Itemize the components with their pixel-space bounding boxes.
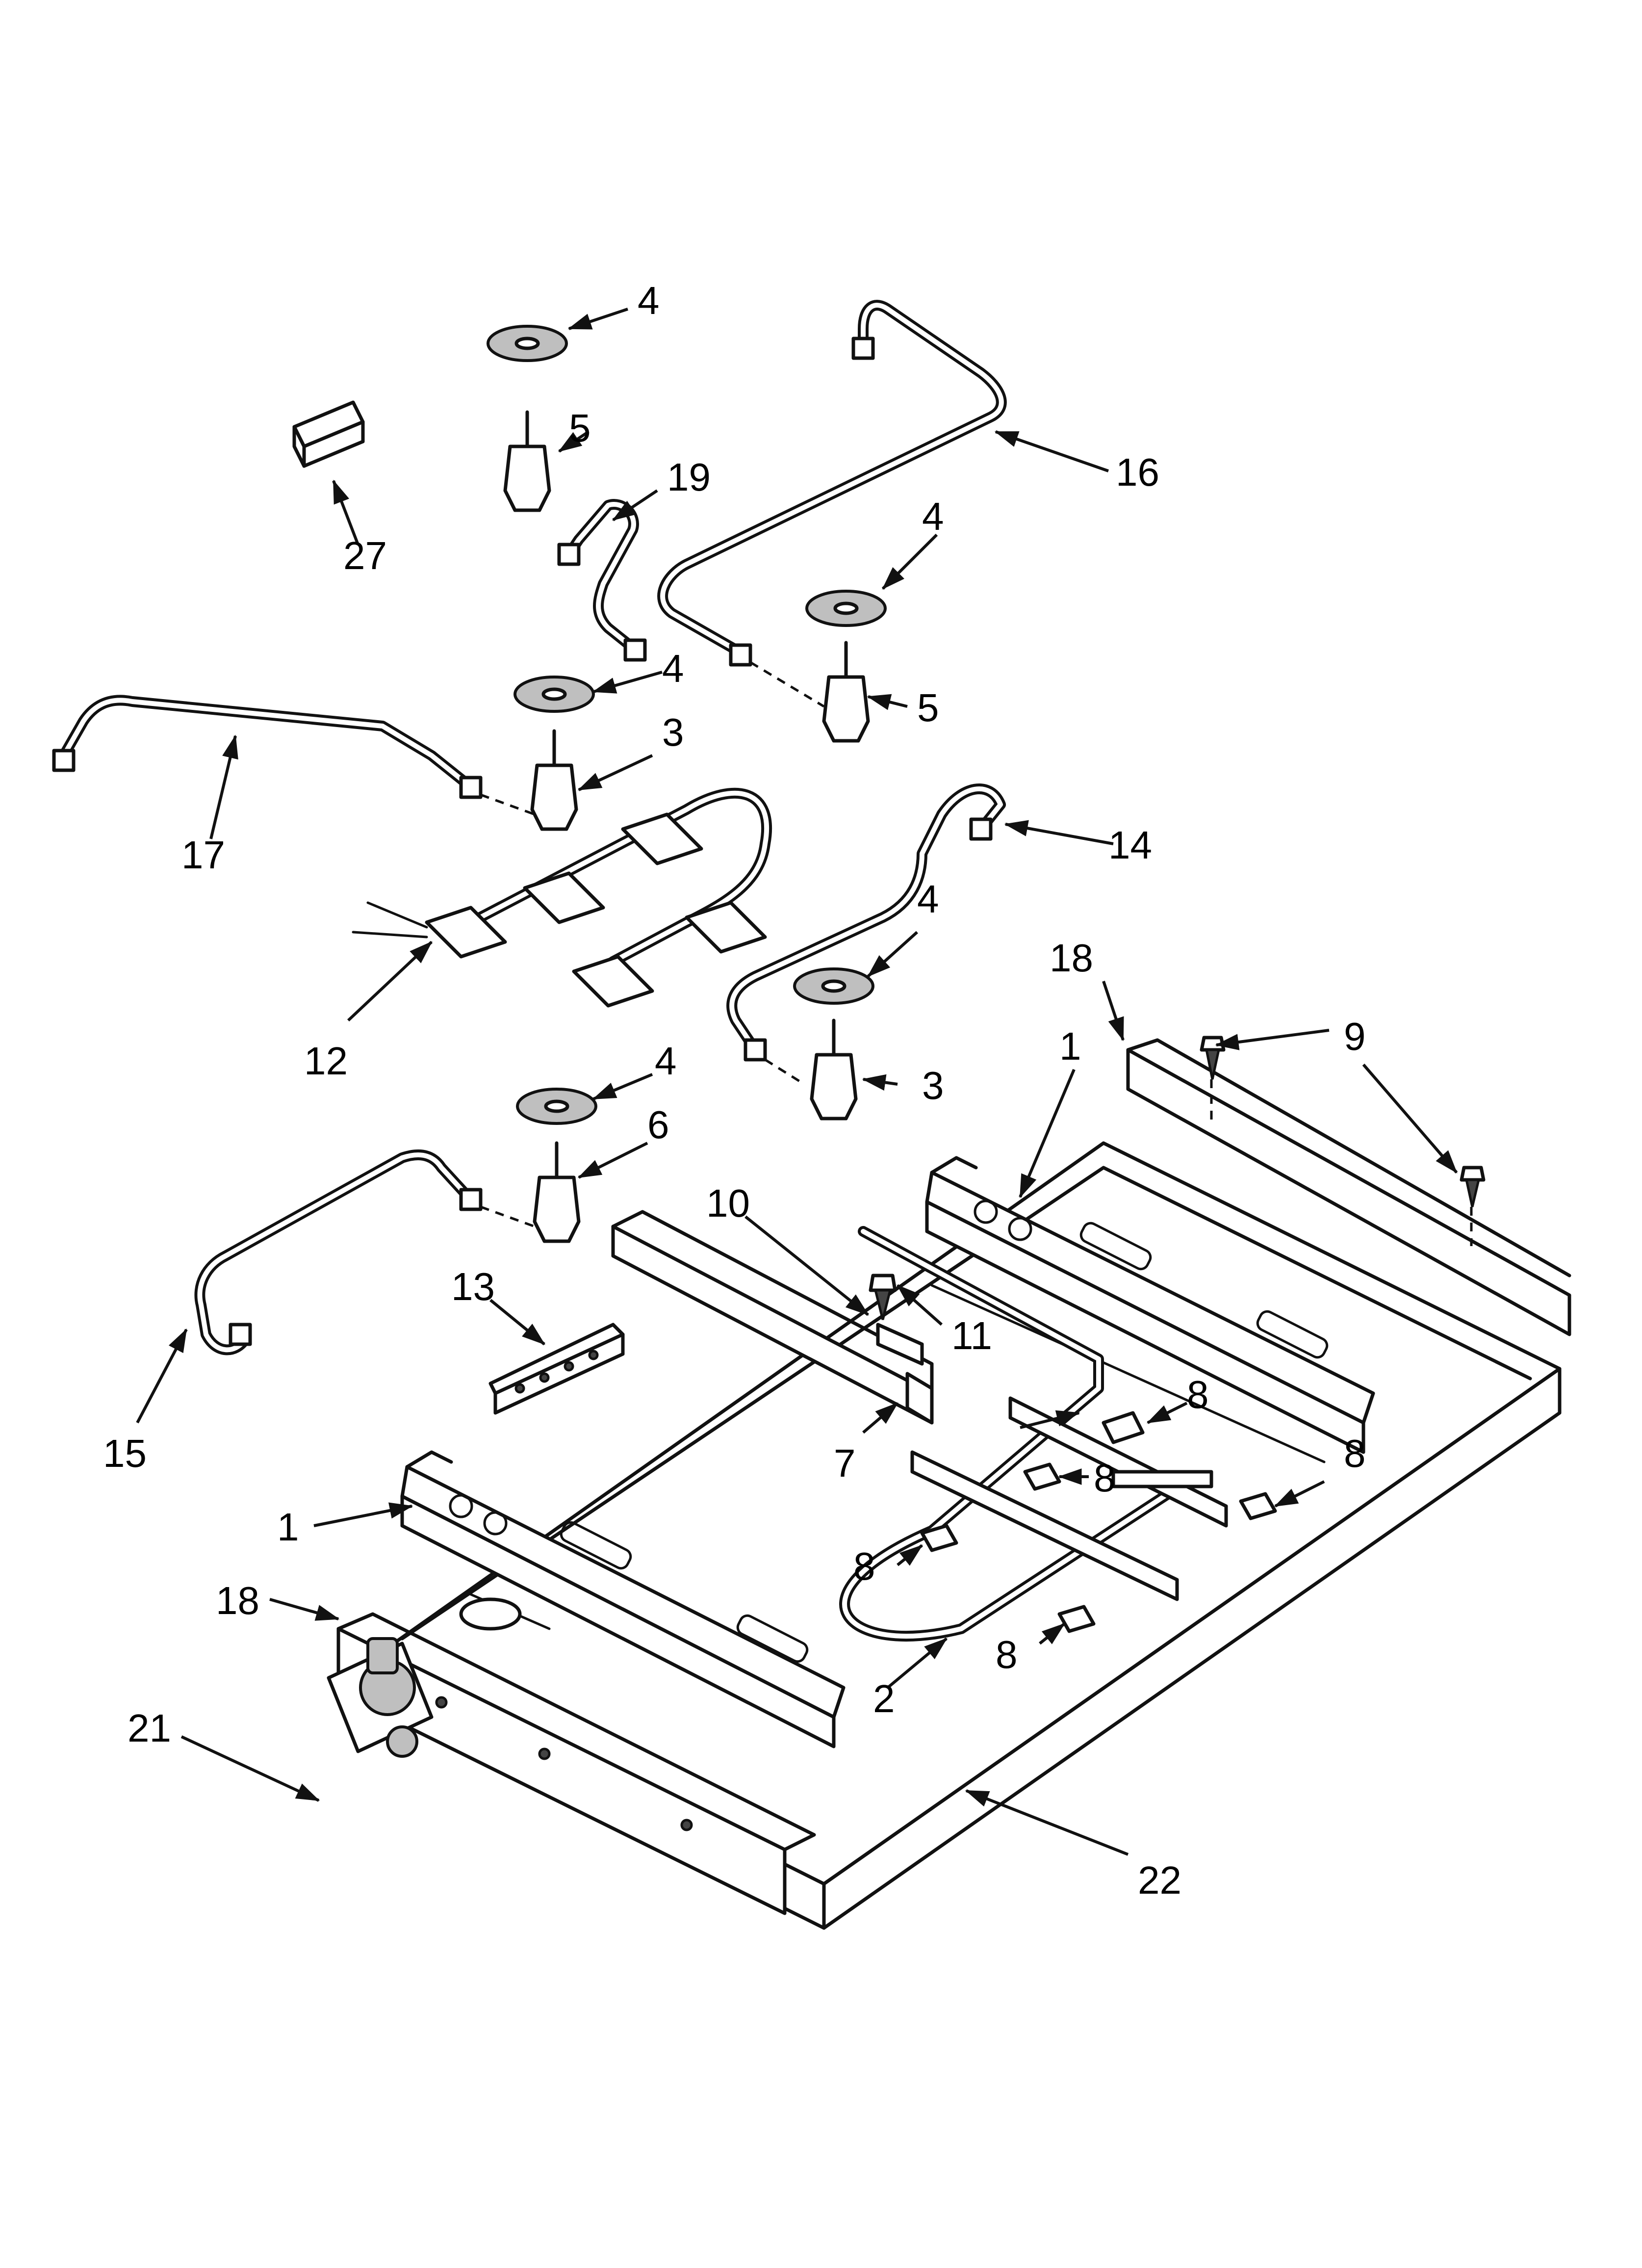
callout-8: 8 — [1094, 1456, 1116, 1500]
base-pan-part-22 — [371, 1141, 1562, 1930]
bracket-part-13 — [488, 1323, 625, 1415]
callout-14: 14 — [1108, 823, 1152, 867]
screw-part-8a — [1102, 1411, 1145, 1444]
callout-1: 1 — [277, 1505, 299, 1549]
callout-2: 2 — [873, 1677, 895, 1721]
callout-4: 4 — [922, 495, 944, 538]
callout-4: 4 — [655, 1039, 677, 1083]
callout-8: 8 — [1187, 1373, 1209, 1416]
gas-tube-part-14 — [726, 783, 1006, 1086]
screw-part-8c — [1239, 1492, 1277, 1520]
callout-22: 22 — [1138, 1858, 1181, 1902]
callout-5: 5 — [917, 686, 939, 730]
callout-labels: 4 5 19 27 16 4 4 5 3 17 14 4 12 18 9 3 4… — [103, 279, 1366, 1902]
callout-18: 18 — [1050, 936, 1093, 980]
gas-tube-part-17 — [52, 695, 535, 816]
callout-21: 21 — [128, 1706, 171, 1750]
regulator-part-21 — [327, 1637, 434, 1758]
callout-7: 7 — [834, 1441, 856, 1485]
trim-strip-part-18-rear — [1126, 1038, 1571, 1336]
valve-part-5-upper-right — [805, 590, 887, 743]
valve-part-5-upper-left — [487, 325, 568, 512]
ignition-harness-part-12 — [352, 787, 772, 1008]
callout-11: 11 — [951, 1314, 992, 1357]
callout-3: 3 — [662, 710, 684, 754]
burner-tube-part-2 — [839, 1226, 1228, 1642]
callout-17: 17 — [181, 833, 225, 877]
callout-9: 9 — [1344, 1015, 1366, 1058]
trim-strip-part-18-front — [336, 1612, 816, 1915]
gas-tube-part-15 — [194, 1149, 535, 1356]
leader-lines — [136, 308, 1458, 1856]
burner-support-part-1-front — [400, 1450, 846, 1748]
callout-4: 4 — [638, 279, 660, 322]
callout-13: 13 — [451, 1265, 495, 1308]
callout-27: 27 — [343, 534, 387, 577]
spark-module-part-27 — [292, 400, 365, 468]
callout-10: 10 — [706, 1181, 750, 1225]
screw-part-11 — [869, 1274, 924, 1366]
screw-part-8e — [1057, 1605, 1096, 1633]
callout-4: 4 — [662, 647, 684, 690]
valve-part-6 — [516, 1088, 597, 1243]
callout-5: 5 — [569, 406, 591, 450]
screw-part-8d — [920, 1524, 958, 1552]
callout-15: 15 — [103, 1432, 147, 1475]
callout-8: 8 — [996, 1633, 1018, 1676]
valve-part-3-left — [513, 676, 595, 831]
bracket-part-7 — [611, 1210, 934, 1425]
callout-3: 3 — [922, 1064, 944, 1107]
burner-support-part-1-rear — [925, 1156, 1375, 1454]
gas-tube-part-19 — [557, 499, 647, 662]
callout-18: 18 — [216, 1579, 259, 1622]
callout-8: 8 — [853, 1544, 875, 1588]
gas-tube-part-16 — [657, 300, 1007, 708]
callout-4: 4 — [917, 877, 939, 921]
screw-part-9b — [1460, 1166, 1486, 1207]
valve-part-3-right — [793, 967, 874, 1121]
callout-1: 1 — [1059, 1024, 1081, 1068]
callout-12: 12 — [304, 1039, 348, 1083]
callout-16: 16 — [1116, 450, 1159, 494]
callout-8: 8 — [1344, 1432, 1366, 1475]
callout-6: 6 — [647, 1103, 669, 1147]
callout-19: 19 — [667, 455, 711, 499]
